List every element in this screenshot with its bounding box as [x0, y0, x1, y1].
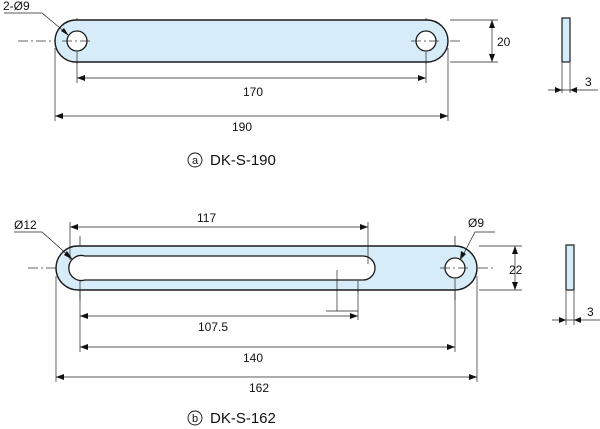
part-b-center-arrow-right	[447, 344, 455, 350]
part-a-height-arrow-top	[489, 20, 495, 28]
part-a-side-view	[561, 17, 571, 63]
part-a-hole-leader-arrow	[61, 28, 69, 36]
part-b-side-view	[565, 244, 575, 291]
part-b-length-arrow-right	[469, 374, 477, 380]
part-a-length-arrow-left	[55, 113, 63, 119]
part-b-hole-label: Ø9	[468, 216, 484, 230]
part-a-thickness-label: 3	[585, 75, 592, 89]
part-b-caption-marker-circle	[187, 410, 203, 426]
part-a-length-arrow-right	[440, 113, 448, 119]
part-b-height-label: 22	[509, 263, 523, 277]
part-a-height-label: 20	[497, 35, 511, 49]
part-a-drawing: 2-Ø9 20 170 190 3 a DK-S-190	[3, 0, 598, 169]
part-b-thickness-label: 3	[587, 305, 594, 319]
part-a-center-label: 170	[243, 85, 263, 99]
part-a-hole-label: 2-Ø9	[3, 0, 30, 13]
part-a-caption-marker-circle	[187, 152, 203, 168]
part-a-bar	[54, 19, 449, 63]
part-a-height-arrow-bottom	[489, 54, 495, 62]
part-a-thick-arrow-right	[570, 87, 577, 93]
part-b-height-arrow-bottom	[512, 282, 518, 290]
part-a-length-label: 190	[232, 120, 252, 134]
part-b-drawing: Ø12 Ø9 117 22 107.5 140	[14, 211, 600, 427]
part-b-caption: DK-S-162	[210, 410, 276, 427]
part-b-travel-arrow-left	[80, 313, 88, 319]
part-b-hole-leader	[461, 231, 495, 258]
part-b-length-label: 162	[249, 381, 269, 395]
part-b-center-label: 140	[243, 351, 263, 365]
part-a-center-arrow-left	[77, 75, 85, 81]
part-b-keyhole-slot	[68, 254, 376, 282]
part-b-reach-label: 117	[197, 211, 216, 225]
part-b-reach-arrow-right	[360, 224, 368, 230]
part-b-travel-label: 107.5	[198, 320, 228, 334]
part-b-reach-arrow-left	[70, 224, 78, 230]
part-b-slot-label: Ø12	[14, 218, 37, 232]
part-a-center-arrow-right	[418, 75, 426, 81]
part-b-thick-arrow-right	[574, 317, 581, 323]
part-b-thick-arrow-left	[559, 317, 566, 323]
part-b-slot-leader-arrow	[64, 251, 73, 260]
part-a-caption: DK-S-190	[210, 152, 276, 169]
part-b-travel-arrow-right	[350, 313, 358, 319]
part-b-hole-leader-arrow	[460, 251, 466, 260]
part-b-height-arrow-top	[512, 246, 518, 254]
part-b-length-arrow-left	[56, 374, 64, 380]
part-a-caption-marker: a	[192, 155, 199, 167]
part-b-slot-leader	[14, 231, 71, 258]
part-b-caption-marker: b	[192, 413, 198, 425]
part-a-thick-arrow-left	[555, 87, 562, 93]
part-a-hole-leader	[4, 12, 67, 34]
part-b-center-arrow-left	[80, 344, 88, 350]
